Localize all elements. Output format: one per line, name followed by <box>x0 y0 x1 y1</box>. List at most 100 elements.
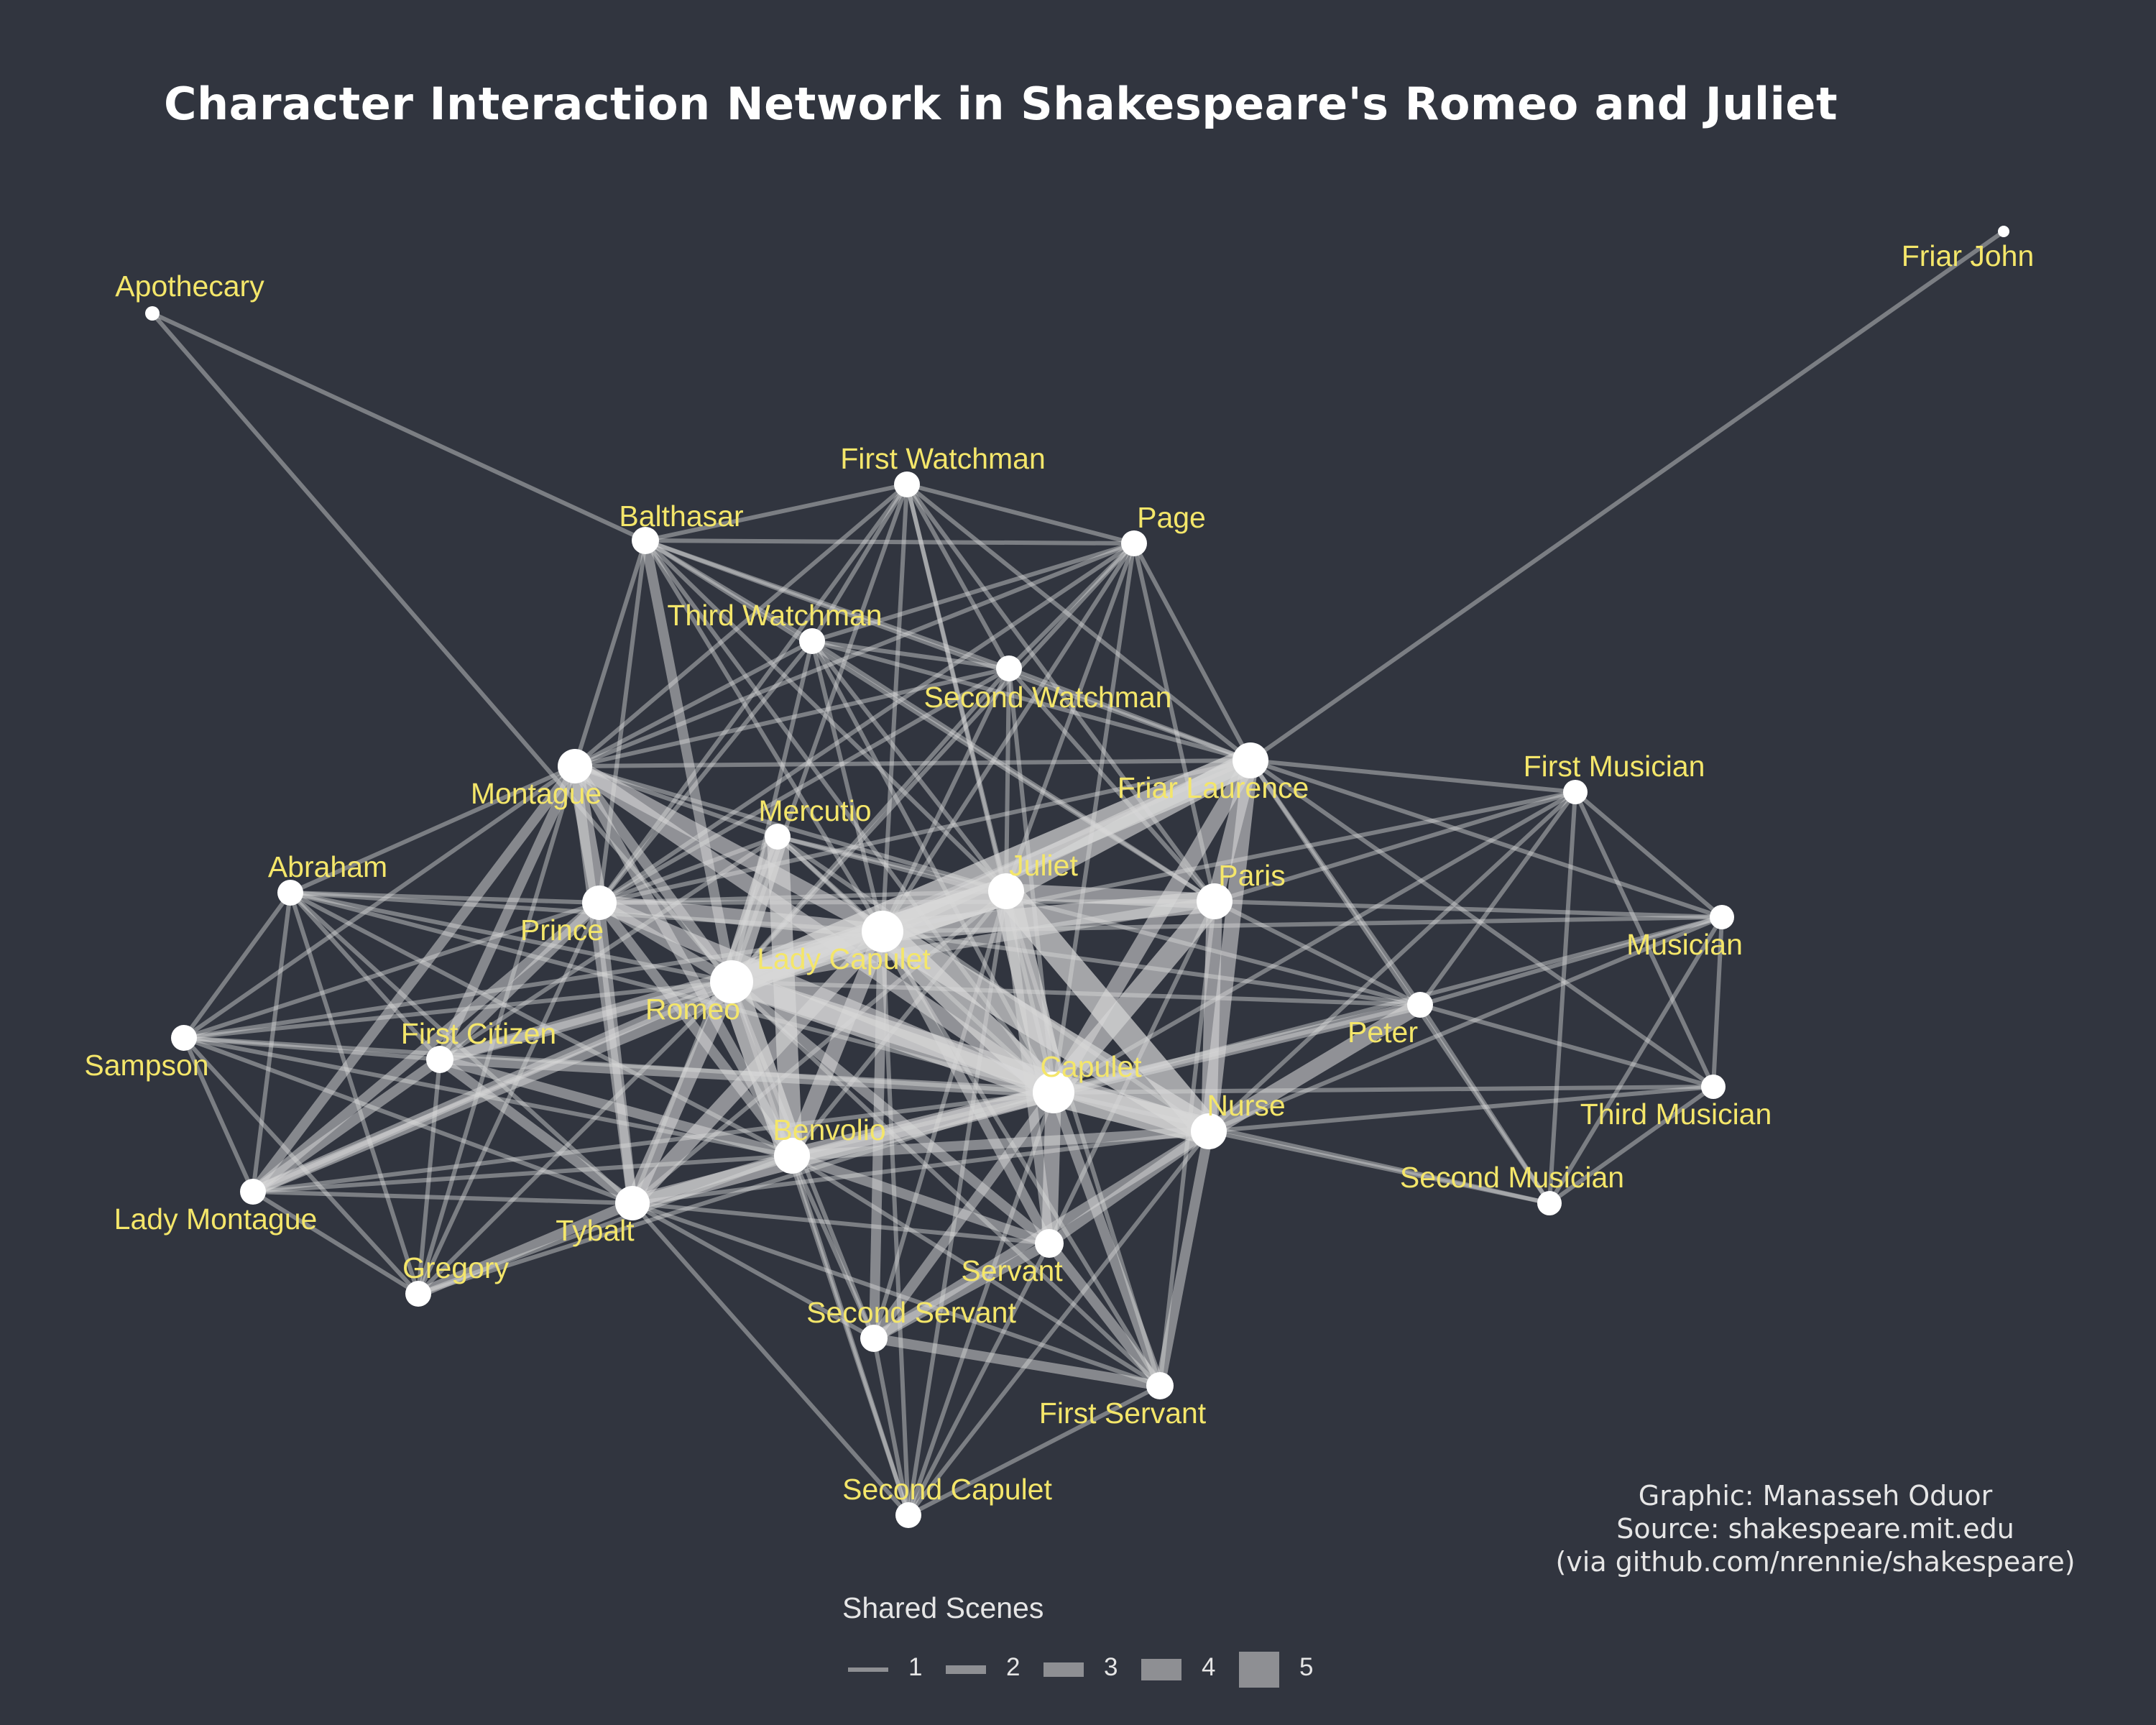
edge-gregory-first-citizen <box>416 1059 442 1294</box>
edge-abraham-first-citizen <box>288 891 442 1062</box>
edge-friar-laurence-paris <box>1207 758 1258 903</box>
edge-juliet-nurse <box>995 882 1220 1141</box>
edge-lady-capulet-second-capulet <box>880 931 911 1516</box>
edge-sampson-romeo <box>183 980 732 1040</box>
edge-first-watchman-second-watchman <box>905 483 1011 670</box>
edge-first-citizen-benvolio <box>438 1054 793 1161</box>
node-label-juliet: Juliet <box>1009 849 1078 882</box>
edge-friar-laurence-peter <box>1248 759 1422 1006</box>
edge-lady-capulet-servant <box>877 929 1054 1246</box>
node-lady-montague <box>240 1179 266 1205</box>
edge-second-watchman-montague <box>574 666 1010 768</box>
node-gregory <box>405 1281 431 1307</box>
edge-sampson-first-citizen <box>183 1036 441 1062</box>
node-label-apothecary: Apothecary <box>115 270 264 303</box>
edge-musician-nurse <box>1207 915 1723 1133</box>
node-friar-laurence <box>1233 742 1268 778</box>
edge-balthasar-prince <box>597 540 648 903</box>
node-label-benvolio: Benvolio <box>773 1113 885 1146</box>
edge-prince-benvolio <box>595 899 796 1159</box>
edge-capulet-servant <box>1041 1092 1061 1244</box>
node-sampson <box>171 1025 197 1051</box>
edge-balthasar-third-watchman <box>644 538 814 643</box>
edge-friar-laurence-third-musician <box>1249 758 1715 1089</box>
edge-balthasar-juliet <box>643 538 1008 893</box>
node-label-friar-laurence: Friar Laurence <box>1118 771 1309 804</box>
edge-capulet-second-capulet <box>906 1092 1056 1516</box>
node-label-nurse: Nurse <box>1207 1089 1285 1122</box>
edge-musician-peter <box>1419 915 1723 1007</box>
edge-first-watchman-paris <box>905 483 1217 903</box>
edge-montague-friar-laurence <box>574 758 1251 768</box>
node-musician <box>1710 905 1734 929</box>
edge-second-servant-second-capulet <box>872 1338 911 1516</box>
edge-page-second-watchman <box>1007 541 1136 671</box>
edge-peter-nurse <box>1204 998 1424 1138</box>
node-prince <box>582 886 617 920</box>
node-label-musician: Musician <box>1626 928 1743 961</box>
node-label-balthasar: Balthasar <box>619 500 743 533</box>
edge-first-watchman-prince <box>597 483 909 904</box>
edge-mercutio-prince <box>598 834 779 905</box>
edge-page-third-watchman <box>811 541 1135 643</box>
edge-first-musician-third-musician <box>1573 791 1715 1088</box>
edge-first-watchman-juliet <box>905 484 1008 892</box>
node-label-abraham: Abraham <box>268 850 387 883</box>
edge-juliet-benvolio <box>790 890 1008 1157</box>
node-label-sampson: Sampson <box>84 1049 208 1082</box>
edge-abraham-gregory <box>288 892 420 1294</box>
node-label-montague: Montague <box>471 777 602 810</box>
edge-juliet-second-capulet <box>906 891 1008 1516</box>
edge-lady-montague-prince <box>249 898 603 1196</box>
legend-title: Shared Scenes <box>842 1591 1044 1624</box>
edge-musician-paris <box>1214 899 1723 919</box>
node-juliet <box>988 873 1024 909</box>
edge-first-musician-nurse <box>1207 790 1577 1133</box>
edge-third-musician-nurse <box>1208 1085 1714 1133</box>
edge-montague-gregory <box>416 765 577 1294</box>
node-label-page: Page <box>1137 501 1206 534</box>
edge-nurse-tybalt <box>632 1129 1210 1205</box>
edge-montague-juliet <box>574 764 1007 893</box>
edge-lady-capulet-benvolio <box>784 928 890 1159</box>
node-label-paris: Paris <box>1218 859 1285 892</box>
node-label-capulet: Capulet <box>1040 1050 1142 1083</box>
node-first-watchman <box>894 472 920 497</box>
node-label-second-capulet: Second Capulet <box>842 1473 1052 1506</box>
edge-third-musician-second-musician <box>1548 1085 1715 1205</box>
edge-lady-montague-benvolio <box>252 1154 793 1194</box>
node-label-first-watchman: First Watchman <box>840 442 1046 475</box>
edge-capulet-nurse <box>1050 1079 1212 1145</box>
edge-second-servant-first-servant <box>872 1333 1161 1391</box>
edge-romeo-servant <box>728 978 1053 1248</box>
edge-sampson-prince <box>183 901 600 1040</box>
edge-montague-lady-montague <box>249 763 579 1195</box>
edge-page-romeo <box>729 541 1136 984</box>
edge-friar-laurence-musician <box>1250 758 1723 919</box>
edge-nurse-first-servant <box>1155 1130 1214 1387</box>
edge-first-watchman-friar-laurence <box>906 482 1252 763</box>
edge-benvolio-tybalt <box>631 1151 793 1208</box>
node-peter <box>1407 992 1433 1018</box>
edge-juliet-tybalt <box>631 889 1008 1205</box>
edge-friar-laurence-first-musician <box>1250 758 1576 794</box>
edge-page-juliet <box>1004 542 1136 893</box>
caption-credit: Graphic: Manasseh Oduor <box>1638 1480 1993 1512</box>
edge-third-watchman-juliet <box>810 640 1008 893</box>
node-label-second-watchman: Second Watchman <box>924 681 1172 714</box>
edge-romeo-tybalt <box>625 978 740 1207</box>
edge-tybalt-second-capulet <box>630 1202 911 1517</box>
edge-sampson-lady-montague <box>182 1036 255 1193</box>
edge-gregory-romeo <box>416 980 734 1296</box>
edge-lady-montague-romeo <box>251 977 734 1197</box>
edge-first-citizen-tybalt <box>436 1055 636 1208</box>
edge-lady-montague-first-citizen <box>249 1055 443 1196</box>
edge-second-watchman-prince <box>598 666 1010 905</box>
node-first-musician <box>1563 780 1588 804</box>
edge-prince-tybalt <box>594 902 637 1204</box>
node-label-third-musician: Third Musician <box>1580 1098 1772 1131</box>
edge-third-watchman-lady-capulet <box>810 640 885 932</box>
edge-second-musician-nurse <box>1208 1129 1550 1205</box>
